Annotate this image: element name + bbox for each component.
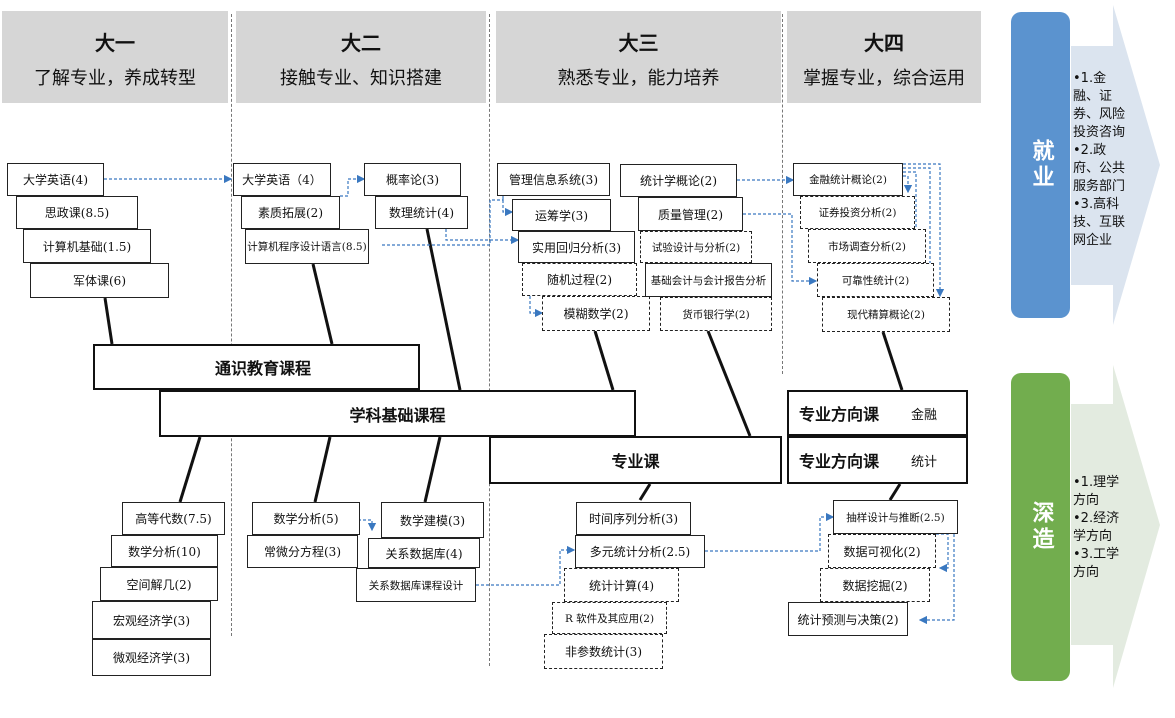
bar-label: 学科基础课程 bbox=[349, 405, 446, 425]
course-box: 运筹学(3) bbox=[512, 199, 611, 231]
course-box: 质量管理(2) bbox=[638, 197, 743, 231]
divider-year3-4 bbox=[782, 14, 783, 374]
year-title: 大四 bbox=[864, 31, 904, 55]
course-box: 实用回归分析(3) bbox=[518, 231, 635, 263]
course-box: 现代精算概论(2) bbox=[822, 297, 950, 332]
course-box: 宏观经济学(3) bbox=[92, 601, 211, 639]
course-box: 统计预测与决策(2) bbox=[788, 602, 908, 636]
employment-label: 就业 bbox=[1011, 12, 1070, 318]
employment-item: •1.金融、证券、风险投资咨询 bbox=[1073, 71, 1126, 140]
course-box: 数据挖掘(2) bbox=[820, 568, 930, 602]
course-box: 市场调查分析(2) bbox=[808, 229, 926, 263]
year-goal: 熟悉专业，能力培养 bbox=[557, 68, 720, 89]
study-item: •1.理学方向 bbox=[1073, 475, 1120, 508]
course-box: 空间解几(2) bbox=[100, 567, 218, 601]
course-box: 抽样设计与推断(2.5) bbox=[833, 500, 958, 534]
course-box: 军体课(6) bbox=[30, 263, 169, 298]
course-box: 基础会计与会计报告分析 bbox=[645, 263, 772, 297]
course-box: 管理信息系统(3) bbox=[497, 163, 610, 196]
further-study-label: 深造 bbox=[1011, 373, 1070, 681]
course-box: 证券投资分析(2) bbox=[800, 196, 915, 229]
study-list: •1.理学方向 •2.经济学方向 •3.工学方向 bbox=[1073, 474, 1131, 582]
course-box: 多元统计分析(2.5) bbox=[575, 535, 705, 568]
course-box: 可靠性统计(2) bbox=[817, 263, 934, 297]
study-item: •3.工学方向 bbox=[1073, 547, 1120, 580]
year-goal: 接触专业、知识搭建 bbox=[280, 68, 442, 89]
year-title: 大三 bbox=[618, 31, 659, 55]
course-box: 微观经济学(3) bbox=[92, 639, 211, 676]
course-box: 金融统计概论(2) bbox=[793, 163, 903, 196]
course-box: 数学建模(3) bbox=[381, 502, 484, 538]
divider-year1-2 bbox=[231, 14, 232, 636]
bar-label: 专业方向课 bbox=[799, 405, 880, 424]
course-box: 数学分析(10) bbox=[111, 535, 218, 567]
employment-item: •2.政府、公共服务部门 bbox=[1073, 143, 1126, 194]
course-box: 统计计算(4) bbox=[564, 568, 679, 602]
header-year3: 大三 熟悉专业，能力培养 bbox=[496, 11, 781, 103]
bar-tag: 金融 bbox=[911, 407, 938, 423]
bar-tag: 统计 bbox=[911, 454, 938, 470]
course-box: 随机过程(2) bbox=[522, 263, 637, 296]
course-box: 计算机程序设计语言(8.5) bbox=[245, 229, 369, 264]
course-box: 素质拓展(2) bbox=[241, 196, 340, 229]
course-box: 数理统计(4) bbox=[375, 196, 468, 229]
year-goal: 掌握专业，综合运用 bbox=[803, 68, 965, 89]
course-box: 大学英语（4） bbox=[233, 163, 331, 196]
major-course-bar: 专业课 bbox=[489, 436, 782, 484]
header-year4: 大四 掌握专业，综合运用 bbox=[787, 11, 981, 103]
course-box: 概率论(3) bbox=[364, 163, 461, 196]
course-box: 货币银行学(2) bbox=[660, 297, 772, 331]
year-title: 大二 bbox=[341, 31, 381, 55]
year-title: 大一 bbox=[95, 31, 135, 55]
course-box: 高等代数(7.5) bbox=[122, 502, 225, 535]
direction-statistics-bar: 专业方向课 统计 bbox=[787, 436, 968, 484]
bar-label: 通识教育课程 bbox=[215, 359, 312, 378]
employment-item: •3.高科技、互联网企业 bbox=[1073, 197, 1126, 248]
subject-foundation-bar: 学科基础课程 bbox=[159, 390, 636, 437]
course-box: 数学分析(5) bbox=[252, 502, 360, 535]
bar-label: 专业课 bbox=[611, 452, 660, 471]
direction-finance-bar: 专业方向课 金融 bbox=[787, 390, 968, 436]
study-item: •2.经济学方向 bbox=[1073, 511, 1120, 544]
employment-list: •1.金融、证券、风险投资咨询 •2.政府、公共服务部门 •3.高科技、互联网企… bbox=[1073, 70, 1131, 250]
course-box: 计算机基础(1.5) bbox=[23, 229, 151, 263]
course-box: R 软件及其应用(2) bbox=[552, 602, 667, 634]
course-box: 关系数据库(4) bbox=[368, 538, 480, 568]
divider-year2-3 bbox=[489, 14, 490, 666]
course-box: 试验设计与分析(2) bbox=[640, 231, 752, 263]
course-box: 大学英语(4) bbox=[7, 163, 104, 196]
course-box: 数据可视化(2) bbox=[828, 534, 936, 568]
course-box: 关系数据库课程设计 bbox=[356, 568, 476, 602]
bar-label: 专业方向课 bbox=[799, 452, 880, 471]
course-box: 统计学概论(2) bbox=[620, 164, 737, 197]
course-box: 非参数统计(3) bbox=[544, 634, 663, 669]
course-box: 常微分方程(3) bbox=[247, 535, 358, 568]
general-education-bar: 通识教育课程 bbox=[93, 344, 420, 390]
course-box: 时间序列分析(3) bbox=[576, 502, 691, 535]
header-year2: 大二 接触专业、知识搭建 bbox=[236, 11, 486, 103]
header-year1: 大一 了解专业，养成转型 bbox=[2, 11, 228, 103]
year-goal: 了解专业，养成转型 bbox=[34, 68, 196, 89]
course-box: 思政课(8.5) bbox=[16, 196, 138, 229]
course-box: 模糊数学(2) bbox=[542, 296, 650, 331]
